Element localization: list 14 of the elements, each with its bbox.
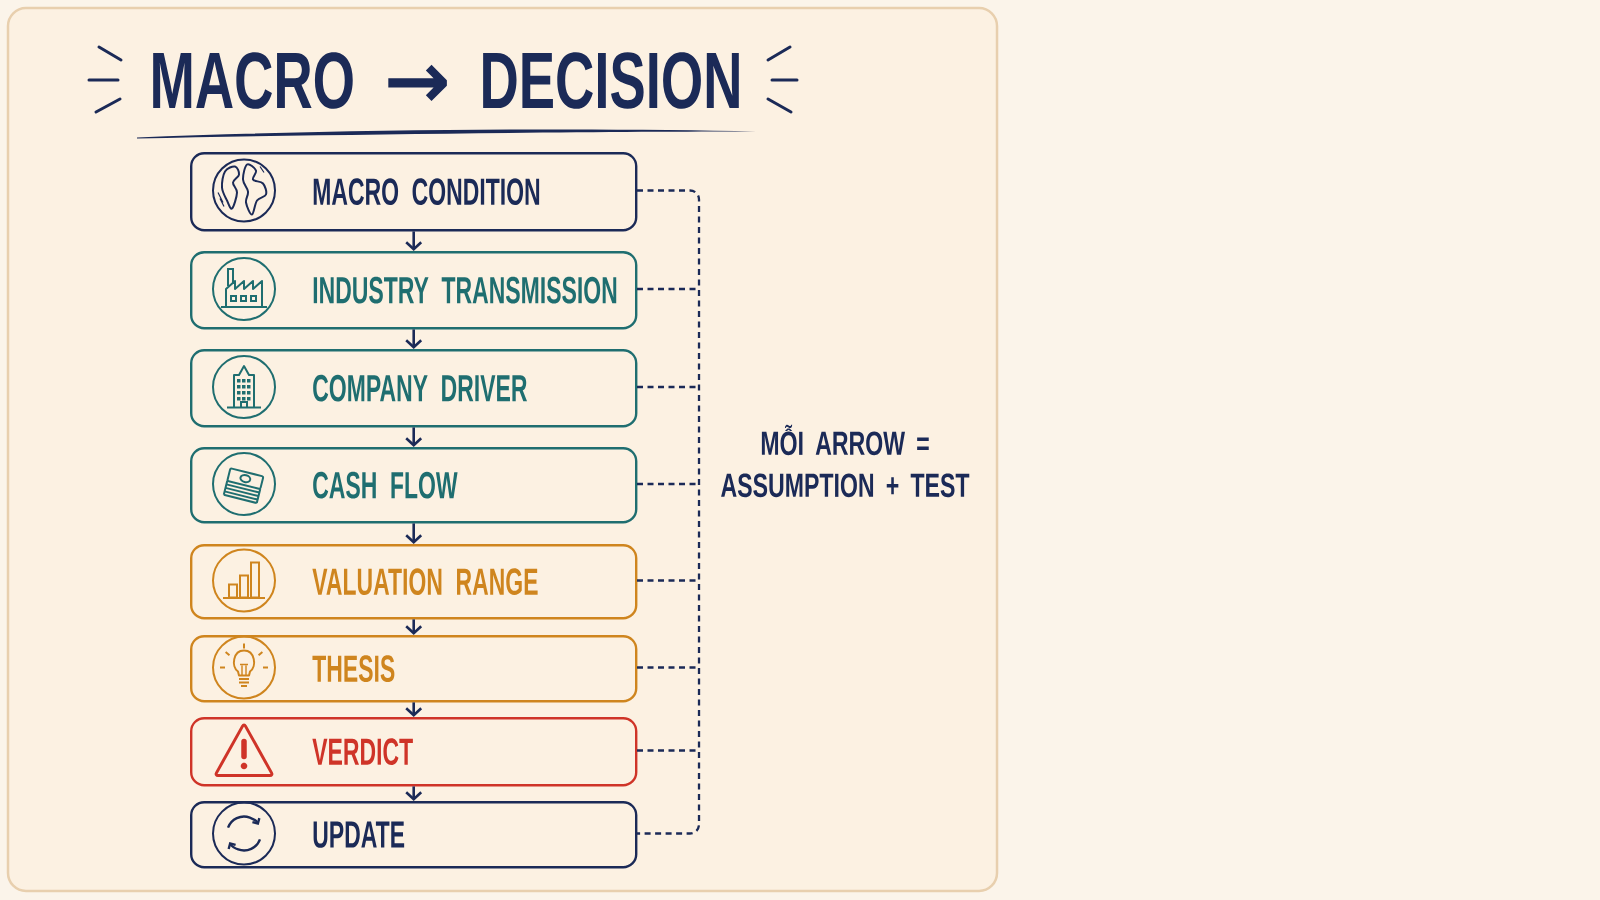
process-box: MACRO CONDITION — [190, 152, 638, 232]
process-box: INDUSTRY TRANSMISSION — [190, 251, 638, 330]
process-box: VERDICT — [190, 717, 638, 787]
process-box: VALUATION RANGE — [190, 544, 638, 620]
process-box: CASH FLOW — [190, 447, 638, 524]
arrow — [405, 329, 423, 349]
process-box: UPDATE — [190, 801, 638, 869]
process-box: COMPANY DRIVER — [190, 349, 638, 428]
arrow — [405, 523, 423, 544]
arrow — [405, 427, 423, 447]
process-box: THESIS — [190, 635, 638, 703]
arrow — [405, 231, 423, 251]
title: MACRO → DECISION — [153, 52, 739, 109]
note: MỖI ARROW = ASSUMPTION + TEST — [721, 424, 970, 498]
